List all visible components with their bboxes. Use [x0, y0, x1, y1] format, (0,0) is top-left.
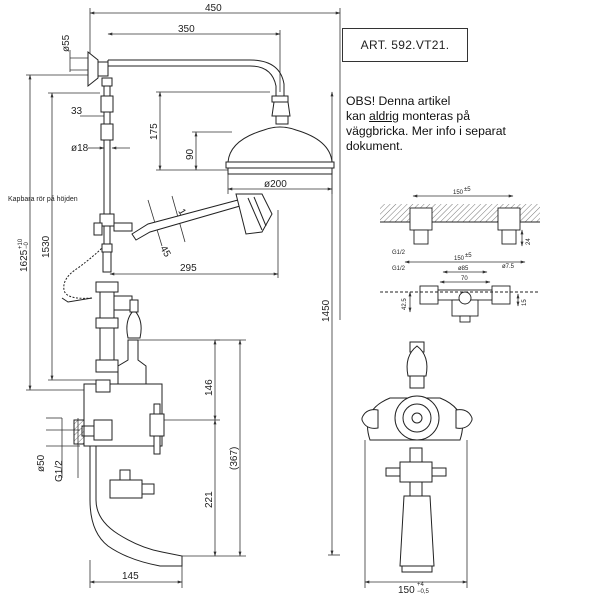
- dim-145: 145: [122, 571, 139, 582]
- dim-55: ø55: [61, 34, 72, 52]
- tech-dim-g12-a: G1/2: [392, 250, 406, 256]
- note-line-4: dokument.: [346, 139, 403, 153]
- rough-in-section: [380, 204, 540, 323]
- dim-150-bottom: 150: [398, 585, 415, 596]
- dim-18: ø18: [71, 143, 89, 154]
- dim-90: 90: [185, 148, 196, 160]
- tech-dim-150: 150: [453, 190, 464, 196]
- note-underlined-word: aldrig: [369, 109, 399, 123]
- tech-dim-24: 24: [526, 238, 532, 245]
- article-number: ART. 592.VT21.: [360, 38, 450, 52]
- dim-150-bottom-group: 150 +4 −0,5: [398, 582, 430, 596]
- dim-295: 295: [180, 263, 197, 274]
- dim-150-tol-up: +4: [417, 582, 425, 588]
- shower-side-view: [61, 50, 335, 567]
- dim-1625: 1625: [19, 249, 30, 272]
- dim-g12: G1/2: [54, 460, 65, 482]
- dim-367: (367): [229, 447, 240, 470]
- note-line-3: väggbricka. Mer info i separat: [346, 124, 506, 138]
- tech-dim-85: ø85: [458, 266, 469, 272]
- note-line-2: kan aldrig monteras på: [346, 109, 582, 124]
- note-line-1: OBS! Denna artikel: [346, 94, 451, 108]
- dim-1625-tol-dn: −0: [24, 241, 30, 249]
- tech-dim-42: 42.5: [402, 298, 408, 310]
- dim-1450: 1450: [321, 299, 332, 322]
- dimension-lines: [26, 8, 526, 588]
- dim-146: 146: [204, 379, 215, 396]
- dim-33: 33: [71, 106, 83, 117]
- dim-1625-tol-up: +10: [18, 238, 24, 249]
- tech-dim-150-b: 150: [454, 256, 465, 262]
- dim-1625-group: 1625 +10 −0: [18, 238, 30, 272]
- dim-350: 350: [178, 24, 195, 35]
- dim-200: ø200: [264, 179, 287, 190]
- cuttable-pipe-label: Kapbara rör på höjden: [8, 195, 78, 203]
- tech-dim-75: ø7.5: [502, 264, 515, 270]
- article-number-box: ART. 592.VT21.: [342, 28, 468, 62]
- thermostat-front-view: [361, 341, 473, 573]
- dim-1530: 1530: [41, 235, 52, 258]
- tech-view-labels: 150 ±5 24 G1/2 150 ±5 G1/2 ø85 ø7.5 70 1…: [392, 187, 532, 310]
- warning-note: OBS! Denna artikel kan aldrig monteras p…: [346, 94, 582, 154]
- dim-150-tol-dn: −0,5: [417, 589, 430, 595]
- dim-50: ø50: [36, 454, 47, 472]
- note-line-2-post: monteras på: [398, 109, 470, 123]
- tech-dim-150-b-tol: ±5: [465, 253, 472, 259]
- tech-dim-70: 70: [461, 276, 468, 282]
- tech-dim-g12-b: G1/2: [392, 266, 406, 272]
- dim-45: 45: [157, 244, 172, 260]
- dim-450: 450: [205, 3, 222, 14]
- dim-221: 221: [204, 491, 215, 508]
- dim-175: 175: [149, 123, 160, 140]
- tech-dim-15: 15: [522, 299, 528, 306]
- tech-dim-150-tol: ±5: [464, 187, 471, 193]
- note-line-2-pre: kan: [346, 109, 370, 123]
